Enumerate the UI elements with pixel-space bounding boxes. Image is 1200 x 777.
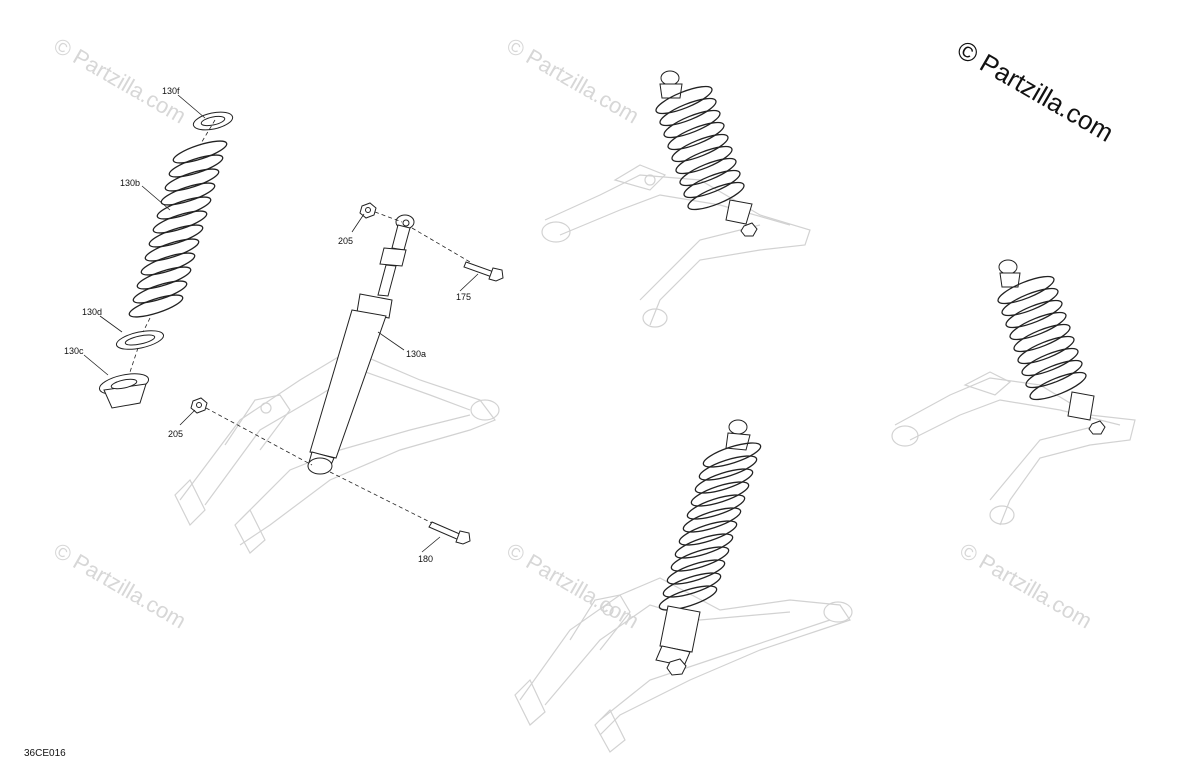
lower-cup-130c [98, 373, 150, 409]
coil-spring-130b [128, 140, 228, 318]
watermark-bottom-center: © Partzilla.com [503, 538, 644, 634]
coil-spring-right [997, 275, 1087, 401]
callout-130f: 130f [162, 86, 180, 96]
bolt-175 [463, 261, 504, 282]
callout-205-top: 205 [338, 236, 353, 246]
brand-watermark: © Partzilla.com [952, 34, 1119, 148]
watermark-bottom-right: © Partzilla.com [956, 538, 1097, 634]
nut-205-bottom [190, 397, 208, 414]
watermark-top-left: © Partzilla.com [50, 33, 191, 129]
callout-205-bottom: 205 [168, 429, 183, 439]
callout-130d: 130d [82, 307, 102, 317]
callout-175: 175 [456, 292, 471, 302]
assembled-view-right [891, 259, 1136, 526]
watermark-top-center: © Partzilla.com [503, 33, 644, 129]
coil-spring-top [655, 85, 745, 211]
assembled-view-bottom [514, 419, 853, 753]
assembled-view-top [541, 70, 811, 328]
callout-180: 180 [418, 554, 433, 564]
watermark-bottom-left: © Partzilla.com [50, 538, 191, 634]
callout-130a: 130a [406, 349, 426, 359]
shock-absorber-130a [307, 214, 415, 475]
coil-spring-bottom [658, 442, 762, 611]
figure-code: 36CE016 [24, 748, 66, 759]
spring-seat-130d [115, 330, 165, 350]
bolt-180 [428, 521, 471, 545]
callout-130b: 130b [120, 178, 140, 188]
callout-130c: 130c [64, 346, 84, 356]
exploded-view: 130f 130b 130d 130c 205 175 130a 205 180 [64, 86, 504, 564]
